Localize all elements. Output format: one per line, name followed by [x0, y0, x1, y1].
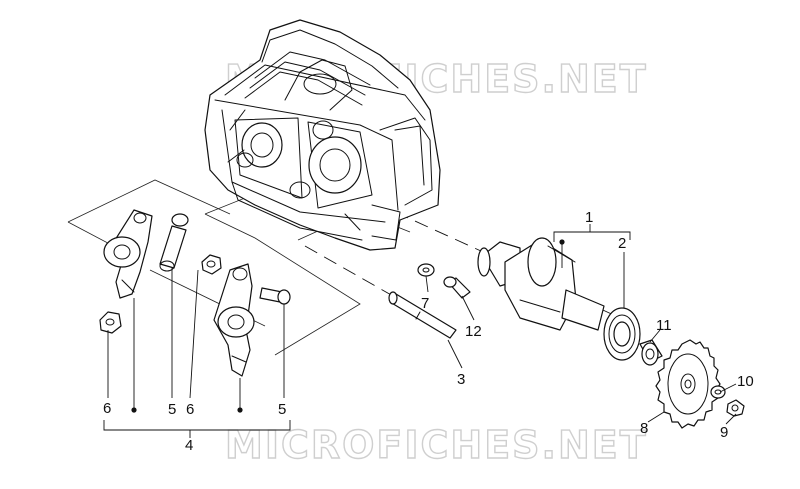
- rocker-arm-right: [213, 263, 255, 377]
- bolt-12: [443, 276, 471, 299]
- adjusting-screw-left: [159, 213, 189, 272]
- callout-labels: 1 2 3 4 5 5 6 6 7 8 9 10 11 12: [103, 209, 754, 454]
- washer-7: [417, 263, 435, 277]
- callout-11: 11: [656, 317, 672, 334]
- dot-marker-left: [131, 407, 137, 413]
- callout-3: 3: [457, 371, 465, 388]
- callout-6-left: 6: [103, 400, 111, 417]
- rocker-shaft: [388, 291, 457, 339]
- bolt-9: [726, 399, 745, 417]
- dot-marker-camshaft: [559, 239, 565, 245]
- callout-2: 2: [618, 235, 626, 252]
- callout-5-left: 5: [168, 401, 176, 418]
- rocker-arm-left: [103, 209, 153, 299]
- nut-middle: [201, 254, 222, 275]
- watermark-bottom: MICROFICHES.NET: [225, 423, 648, 467]
- callout-1: 1: [585, 209, 593, 226]
- dot-marker-right: [237, 407, 243, 413]
- callout-7: 7: [421, 295, 429, 312]
- callout-5-right: 5: [278, 401, 286, 418]
- callout-12: 12: [465, 323, 482, 340]
- callout-8: 8: [640, 420, 648, 437]
- washer-10: [710, 385, 726, 399]
- nut-left: [99, 311, 122, 334]
- adjusting-screw-right: [259, 287, 291, 305]
- camshaft: [477, 237, 605, 331]
- cam-sprocket: [655, 339, 721, 429]
- callout-6-middle: 6: [186, 401, 194, 418]
- callout-10: 10: [737, 373, 754, 390]
- callout-4: 4: [185, 437, 193, 454]
- cylinder-head: [204, 19, 441, 251]
- leader-lines: [103, 224, 737, 438]
- bearing: [603, 307, 641, 361]
- spacer: [639, 339, 663, 366]
- callout-9: 9: [720, 424, 728, 441]
